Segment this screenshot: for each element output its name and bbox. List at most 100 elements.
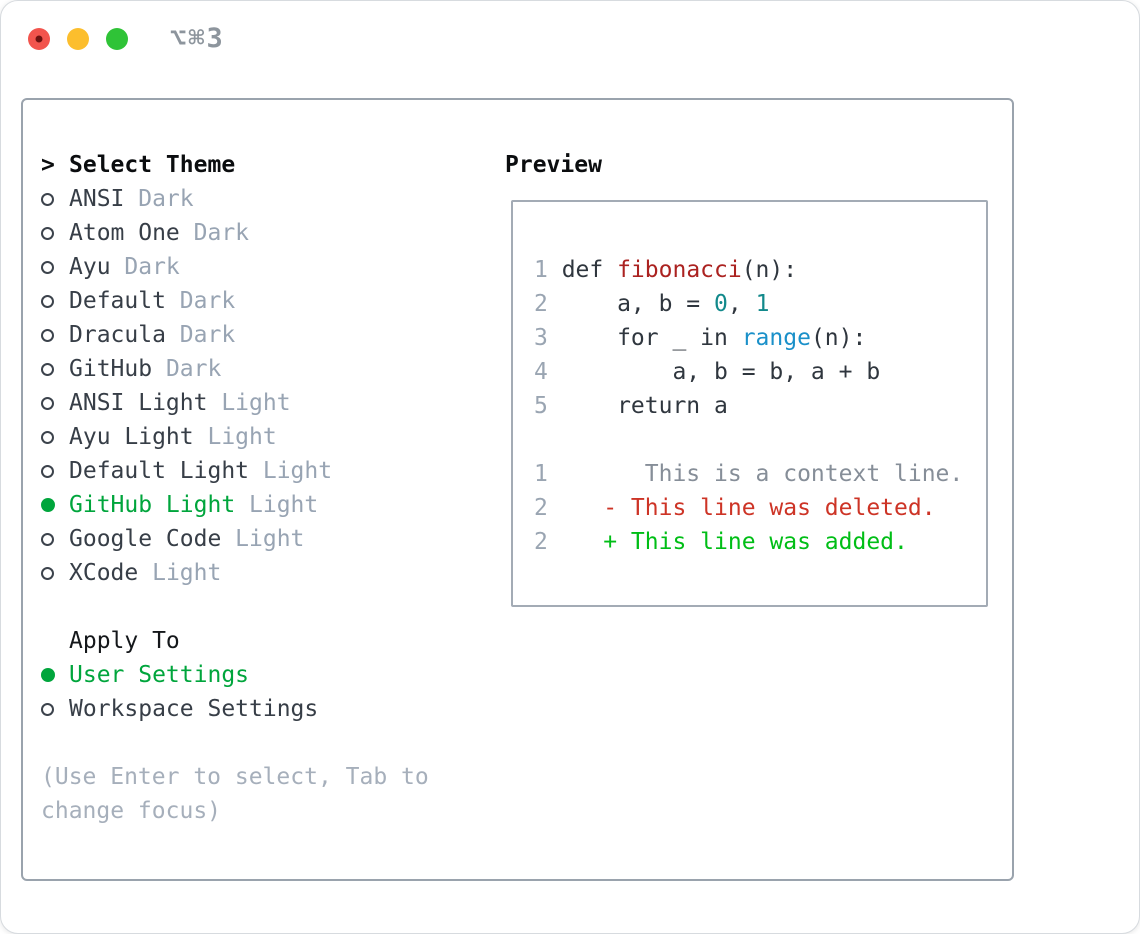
theme-variant-tag: Light [207, 424, 277, 450]
radio-unselected-icon[interactable] [41, 362, 54, 376]
code-segment-added: + This line was added. [561, 529, 908, 555]
code-segment-default: (n): [810, 325, 867, 351]
code-segment-default: , [727, 291, 756, 317]
radio-selected-icon[interactable] [41, 668, 55, 682]
radio-col [41, 702, 69, 716]
code-line: 4 a, b = b, a + b [534, 355, 986, 389]
radio-unselected-icon[interactable] [41, 294, 54, 308]
code-segment-default: a, b = [561, 291, 715, 317]
radio-unselected-icon[interactable] [41, 226, 54, 240]
close-button-icon[interactable] [28, 27, 50, 50]
radio-col [41, 362, 69, 376]
line-number: 5 [534, 393, 548, 419]
item-label: Atom One [69, 220, 180, 246]
theme-option-default[interactable]: Default Dark [41, 284, 503, 318]
radio-unselected-icon[interactable] [41, 328, 54, 342]
code-line: 2 a, b = 0, 1 [534, 287, 986, 321]
traffic-lights [28, 27, 128, 50]
radio-col [41, 566, 69, 580]
apply-option-workspace-settings[interactable]: Workspace Settings [41, 692, 503, 726]
line-number: 2 [534, 291, 548, 317]
item-label: ANSI [69, 186, 125, 212]
radio-selected-icon[interactable] [41, 498, 55, 512]
radio-unselected-icon[interactable] [41, 260, 54, 274]
line-number: 3 [534, 325, 548, 351]
theme-variant-tag: Dark [138, 186, 194, 212]
theme-option-xcode[interactable]: XCode Light [41, 556, 503, 590]
line-number: 2 [534, 495, 548, 521]
theme-variant-tag: Light [249, 492, 319, 518]
radio-col [41, 532, 69, 546]
code-line [534, 423, 986, 457]
radio-unselected-icon[interactable] [41, 430, 54, 444]
radio-col [41, 464, 69, 478]
code-segment-number: 0 [714, 291, 728, 317]
apply-to-heading: Apply To [69, 628, 180, 654]
theme-variant-tag: Light [235, 526, 305, 552]
radio-unselected-icon[interactable] [41, 464, 54, 478]
line-number: 2 [534, 529, 548, 555]
theme-variant-tag: Light [262, 458, 333, 484]
pointer-icon: > [41, 152, 55, 178]
code-segment-default: (n): [741, 257, 798, 283]
item-label: GitHub [69, 356, 153, 382]
line-number: 4 [534, 359, 548, 385]
radio-col [41, 260, 69, 274]
radio-unselected-icon[interactable] [41, 566, 54, 580]
theme-variant-tag: Dark [179, 288, 236, 314]
radio-col [41, 668, 69, 682]
code-segment-default: def [561, 257, 618, 283]
item-label: Default [69, 288, 166, 314]
item-label: User Settings [69, 662, 250, 688]
window-title: ⌥⌘3 [170, 23, 225, 54]
theme-variant-tag: Dark [179, 322, 236, 348]
item-label: GitHub Light [69, 492, 236, 518]
code-segment-builtin: range [741, 325, 811, 351]
theme-variant-tag: Dark [165, 356, 222, 382]
item-label: XCode [69, 560, 139, 586]
code-segment-default: for _ in [561, 325, 742, 351]
theme-option-github[interactable]: GitHub Dark [41, 352, 503, 386]
title-bar: ⌥⌘3 [1, 1, 1139, 76]
code-line: 1 def fibonacci(n): [534, 253, 986, 287]
radio-unselected-icon[interactable] [41, 532, 54, 546]
preview-heading-row: Preview [503, 148, 1012, 182]
theme-option-atom-one[interactable]: Atom One Dark [41, 216, 503, 250]
zoom-button-icon[interactable] [106, 27, 128, 50]
radio-col [41, 294, 69, 308]
line-number: 1 [534, 257, 548, 283]
radio-col [41, 192, 69, 206]
code-segment-default: a, b = b, a + b [561, 359, 881, 385]
code-line: 2 - This line was deleted. [534, 491, 986, 525]
theme-menu-heading-row: > Select Theme [41, 148, 503, 182]
minimize-button-icon[interactable] [67, 27, 89, 50]
theme-option-github-light[interactable]: GitHub Light Light [41, 488, 503, 522]
theme-variant-tag: Light [152, 560, 222, 586]
theme-option-ansi[interactable]: ANSI Dark [41, 182, 503, 216]
radio-unselected-icon[interactable] [41, 396, 54, 410]
code-line: 2 + This line was added. [534, 525, 986, 559]
code-line: 5 return a [534, 389, 986, 423]
keyboard-hint: (Use Enter to select, Tab to change focu… [41, 764, 429, 824]
item-label: Ayu [69, 254, 111, 280]
radio-unselected-icon[interactable] [41, 702, 54, 716]
apply-option-user-settings[interactable]: User Settings [41, 658, 503, 692]
radio-col [41, 430, 69, 444]
item-label: Workspace Settings [69, 696, 319, 722]
theme-variant-tag: Dark [193, 220, 250, 246]
theme-variant-tag: Dark [124, 254, 180, 280]
theme-option-ayu[interactable]: Ayu Dark [41, 250, 503, 284]
radio-unselected-icon[interactable] [41, 192, 54, 206]
code-segment-function: fibonacci [617, 257, 742, 283]
